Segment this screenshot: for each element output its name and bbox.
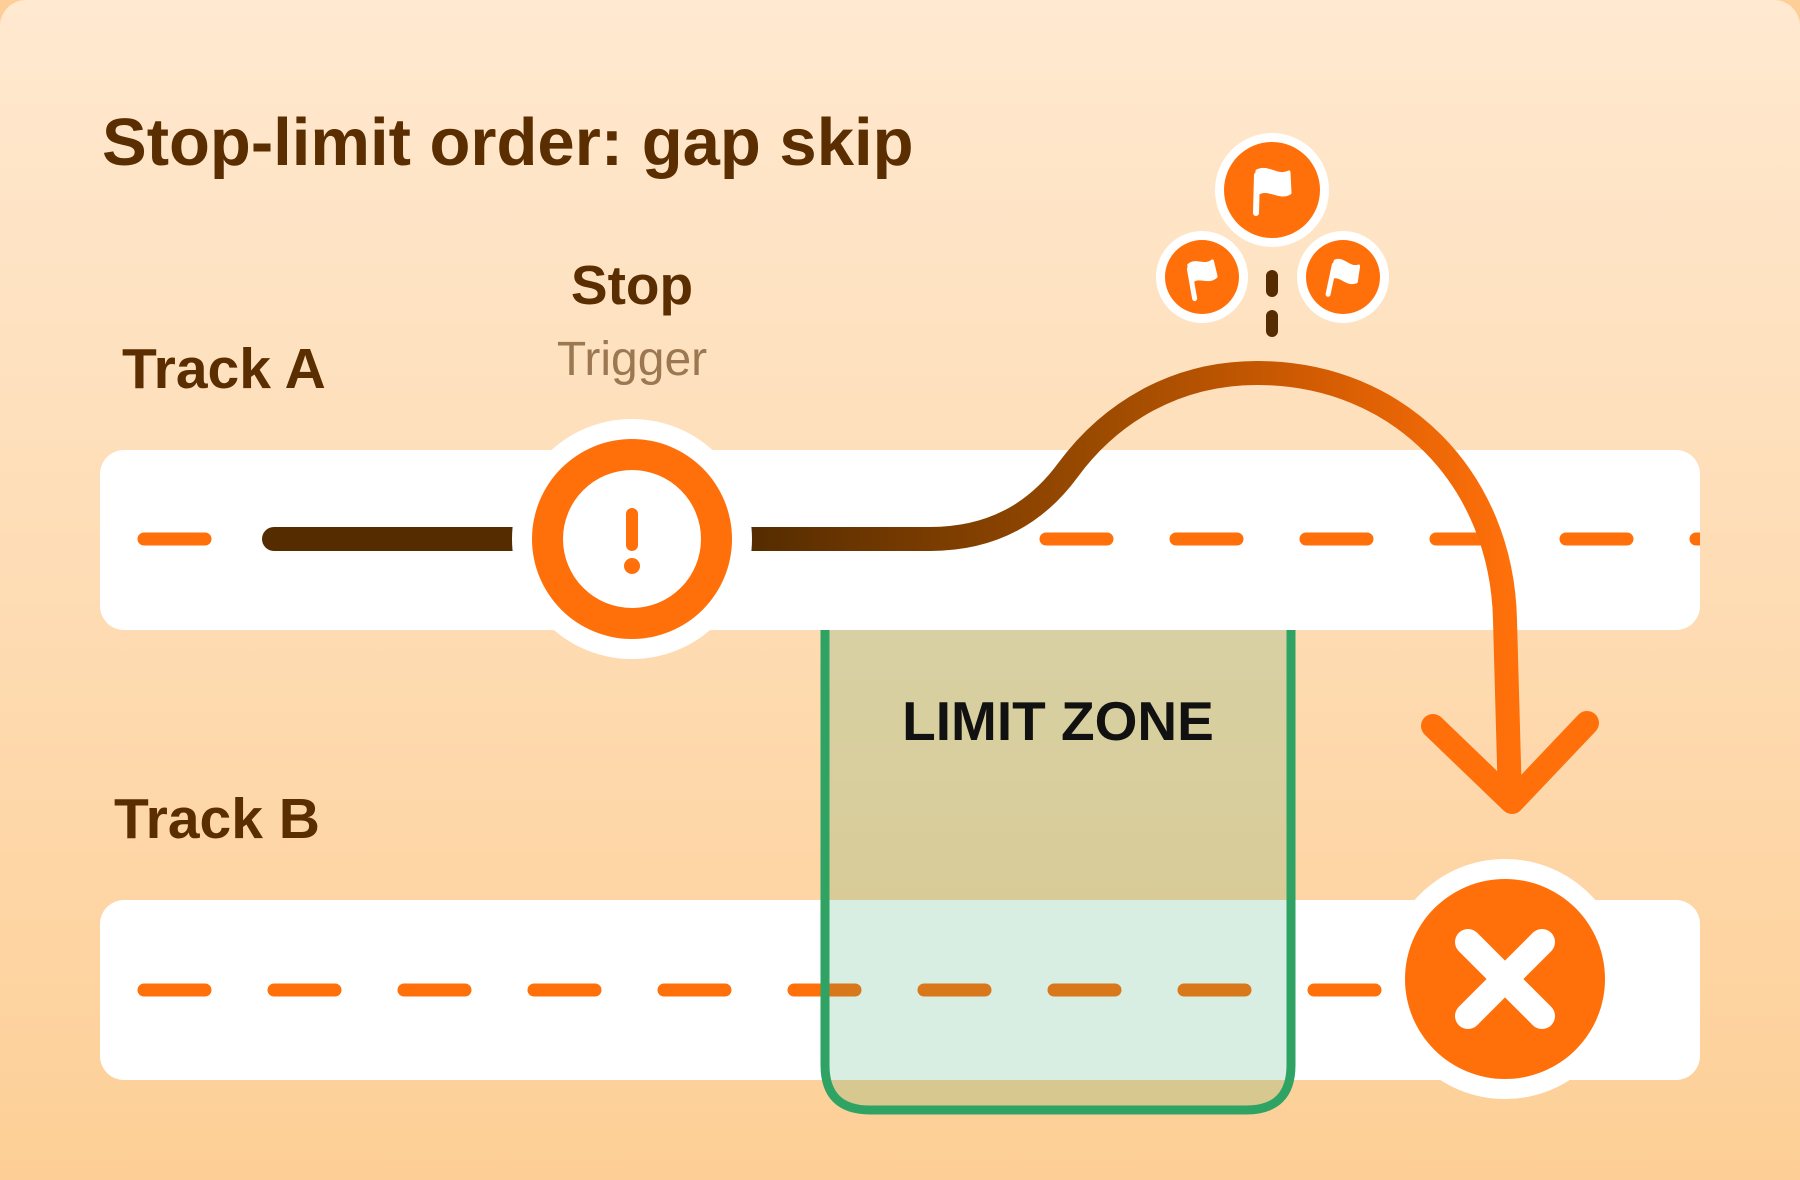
gap-skip-path	[751, 361, 1522, 801]
flag-icon	[1325, 258, 1361, 297]
limit-zone-border	[820, 630, 1296, 1115]
stop-label: Stop	[571, 254, 693, 316]
not-filled-marker[interactable]	[1385, 859, 1625, 1099]
flags-cluster	[1156, 133, 1389, 337]
flag-badge-left	[1156, 231, 1248, 323]
flag-icon	[1186, 259, 1218, 302]
track-b-band	[100, 900, 1700, 1080]
stop-trigger-marker[interactable]	[512, 419, 752, 659]
diagram-title: Stop-limit order: gap skip	[102, 105, 914, 180]
flag-badge-right	[1297, 231, 1389, 323]
trigger-label: Trigger	[557, 333, 707, 386]
arrow-head-icon	[1421, 711, 1599, 814]
flag-icon	[1253, 167, 1292, 216]
x-icon	[1455, 929, 1555, 1029]
exclamation-icon	[624, 508, 640, 574]
flag-badge-top	[1215, 133, 1329, 247]
track-b-label: Track B	[114, 787, 320, 851]
price-path-pre-trigger-end	[500, 527, 513, 551]
limit-zone-label: LIMIT ZONE	[902, 690, 1214, 752]
track-a-label: Track A	[122, 337, 326, 401]
limit-zone-fill	[825, 630, 1291, 1110]
